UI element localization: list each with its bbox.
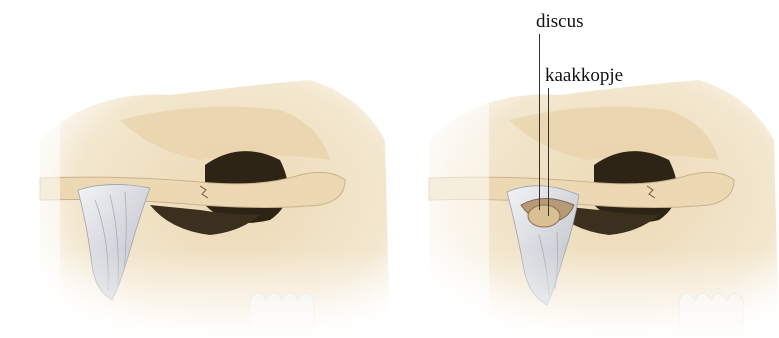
jaw-joint-open-svg [389,0,779,338]
discus-label: discus [536,12,584,31]
mandibular-condyle [528,205,560,227]
kaakkopje-leader-line [548,88,549,216]
jaw-joint-open-view [389,0,779,338]
jaw-joint-closed-view [0,0,390,338]
kaakkopje-label: kaakkopje [545,66,623,85]
discus-leader-line [539,34,540,210]
jaw-joint-closed-svg [0,0,390,338]
